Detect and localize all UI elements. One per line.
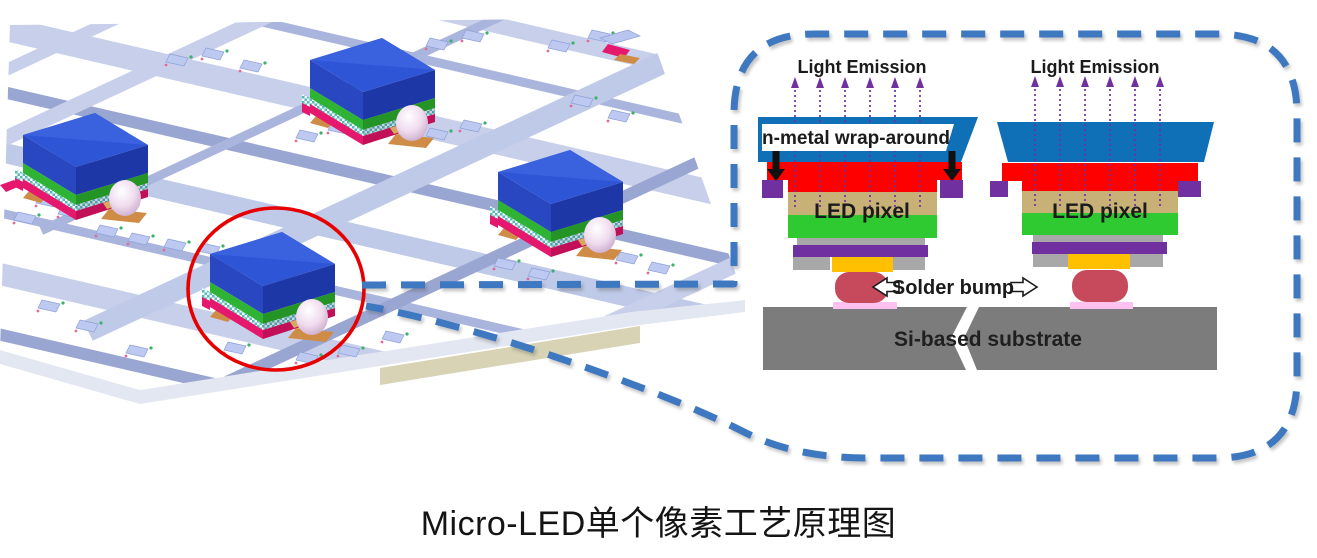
led-pixel-label: LED pixel — [1052, 200, 1148, 223]
layer-green — [1022, 213, 1178, 235]
cross-section: Si-based substrate n-metal wrap-around — [758, 57, 1217, 370]
layer-gray-block — [1033, 254, 1068, 267]
layer-yellow-pad — [832, 257, 893, 272]
passivation-stub — [762, 180, 783, 198]
pixel-right: LED pixel Light Emission — [990, 57, 1214, 309]
layer-gray-block — [893, 257, 925, 270]
pink-pad — [833, 302, 897, 309]
hollow-arrow-right-icon — [1010, 277, 1038, 297]
n-metal-label: n-metal wrap-around — [762, 128, 950, 149]
solder-bump — [1072, 270, 1128, 302]
led-pixel-label: LED pixel — [814, 200, 910, 223]
layer-purple — [1032, 242, 1167, 254]
overview-3d-scene — [0, 18, 745, 404]
pink-pad — [1070, 302, 1133, 309]
callout-bubble-border — [361, 30, 1301, 462]
passivation-stub — [940, 180, 963, 198]
layer-gray — [1033, 235, 1163, 242]
layer-tan — [788, 192, 937, 215]
layer-green — [788, 215, 937, 238]
layer-tan — [1022, 191, 1178, 213]
layer-purple — [793, 245, 928, 257]
ground-rim-pale — [0, 300, 745, 404]
passivation-stub — [1178, 181, 1201, 197]
figure-canvas: Si-based substrate n-metal wrap-around — [0, 18, 1301, 462]
substrate — [763, 307, 1217, 370]
layer-yellow-pad — [1068, 254, 1130, 269]
solder-bump — [835, 272, 888, 303]
light-emission-label: Light Emission — [1030, 57, 1159, 77]
solder-bump-annotation: Solder bump — [872, 277, 1038, 299]
passivation-stub — [990, 181, 1008, 197]
n-metal-label-box — [762, 124, 954, 151]
pixel-left: n-metal wrap-around LED pixel Light Emis… — [758, 57, 978, 309]
layer-gray-block — [1130, 254, 1163, 267]
substrate-break — [951, 307, 979, 370]
light-emission-label: Light Emission — [797, 57, 926, 77]
highlight-circle — [186, 206, 366, 372]
layer-red — [767, 162, 962, 192]
layer-blue-electrode — [997, 122, 1214, 162]
substrate-label: Si-based substrate — [894, 328, 1082, 351]
layer-red — [1002, 163, 1198, 191]
layer-gray — [797, 238, 925, 245]
figure-title: Micro-LED单个像素工艺原理图 — [420, 505, 897, 543]
solder-bump-label: Solder bump — [892, 277, 1014, 299]
layer-gray-block — [793, 257, 830, 270]
ground-rim-beige — [380, 326, 640, 385]
